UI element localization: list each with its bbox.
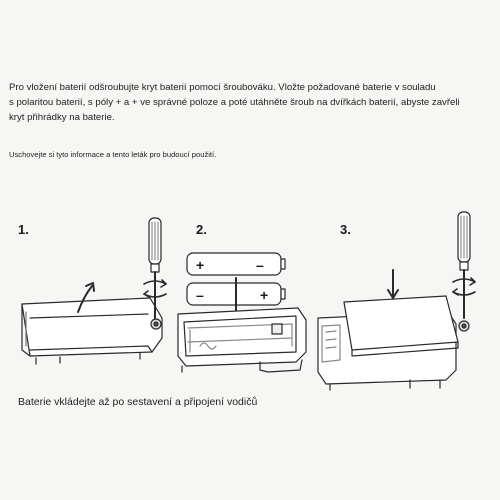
step-3-close-arrow [387, 269, 399, 299]
keep-information-note: Uschovejte si tyto informace a tento let… [9, 150, 217, 159]
step-1-lift-arrow [77, 285, 93, 313]
step-3-screwdriver-icon [457, 211, 471, 319]
instructions-line-1: Pro vložení baterií odšroubujte kryt bat… [9, 82, 436, 93]
step-3-drawing [317, 211, 476, 391]
footer-note: Baterie vkládejte až po sestavení a přip… [18, 396, 258, 408]
step-2-battery-tray [177, 307, 307, 373]
step-2-drawing [177, 252, 307, 373]
instructions-line-3: kryt přihrádky na baterie. [9, 112, 115, 123]
step-3-number: 3. [340, 222, 351, 237]
step-2-number: 2. [196, 222, 207, 237]
step-3-battery-cover [343, 295, 459, 357]
battery-bottom-icon [186, 282, 286, 306]
battery-top-plus-label: + [196, 257, 204, 273]
step-1-device [21, 297, 163, 365]
instructions-paragraph: Pro vložení baterií odšroubujte kryt bat… [9, 80, 493, 125]
step-1-drawing [21, 217, 167, 365]
battery-top-minus-label: – [256, 257, 264, 273]
step-1-number: 1. [18, 222, 29, 237]
instructions-line-2: s polaritou baterií, s póly + a + ve spr… [9, 97, 460, 108]
battery-bottom-plus-label: + [260, 287, 268, 303]
battery-bottom-minus-label: – [196, 287, 204, 303]
battery-top-icon [186, 252, 286, 276]
step-1-screwdriver-icon [148, 217, 162, 319]
step-1-rotate-arrows-icon [143, 279, 167, 298]
step-3-rotate-arrows-icon [452, 277, 476, 296]
